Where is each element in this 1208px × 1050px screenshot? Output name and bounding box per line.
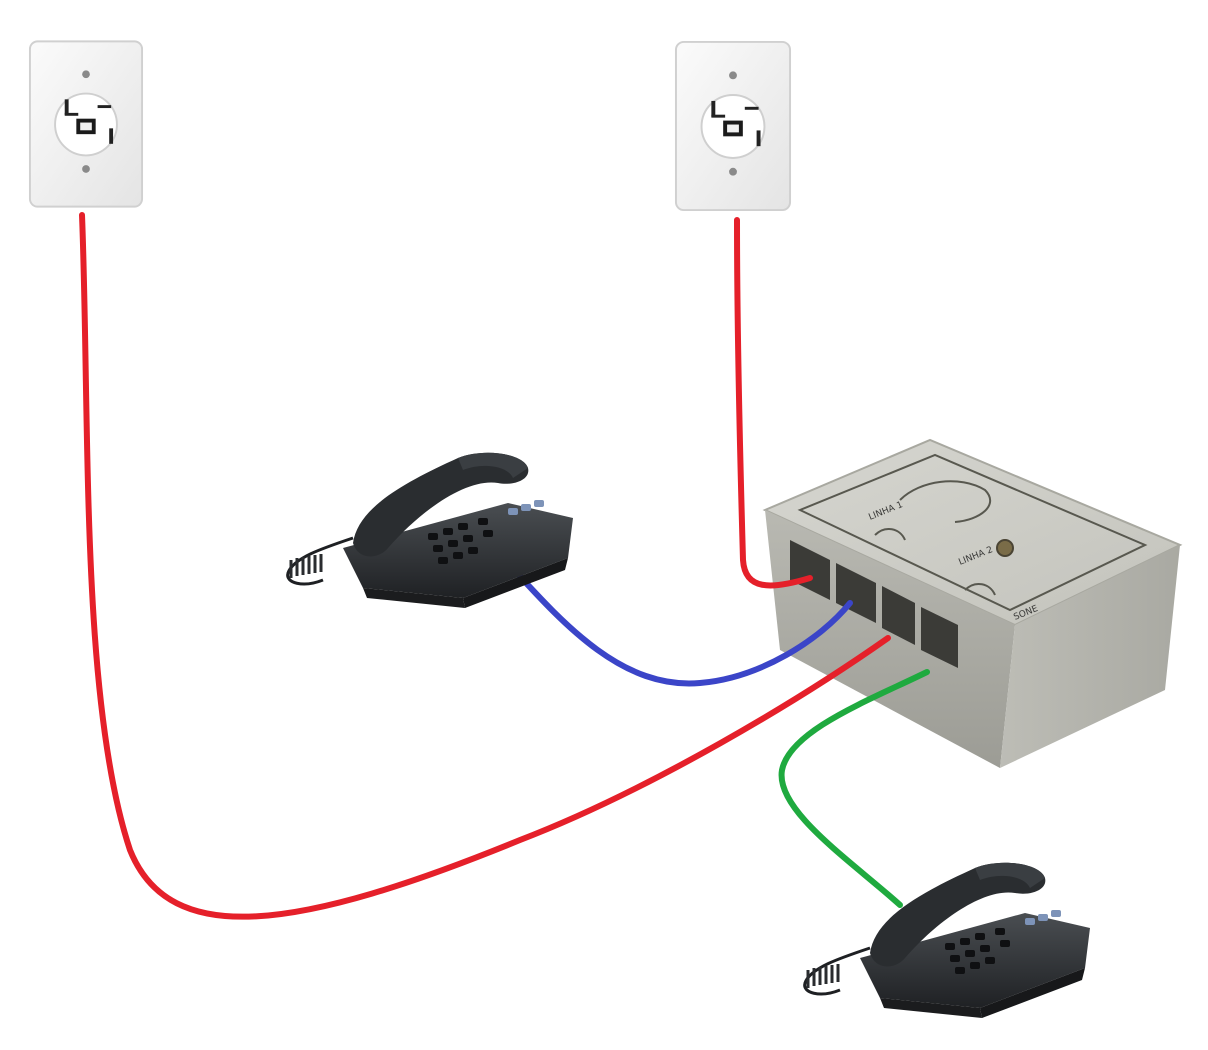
- cable-right-jack-to-port-1: [734, 217, 813, 589]
- junction-box-artwork: [797, 453, 1148, 612]
- junction-box-ports: [790, 540, 958, 668]
- port-1: [790, 540, 830, 600]
- cables: [79, 212, 930, 920]
- port-4: [921, 607, 958, 668]
- cable-lower-phone-to-port-4: [778, 669, 930, 908]
- telephone-lower: [803, 861, 1092, 1018]
- wall-jack-left: [28, 40, 144, 208]
- wall-jack-right: [674, 40, 792, 212]
- cable-upper-phone-to-port-2: [502, 557, 853, 687]
- cable-left-jack-to-port-3: [79, 212, 891, 920]
- port-3: [882, 586, 915, 645]
